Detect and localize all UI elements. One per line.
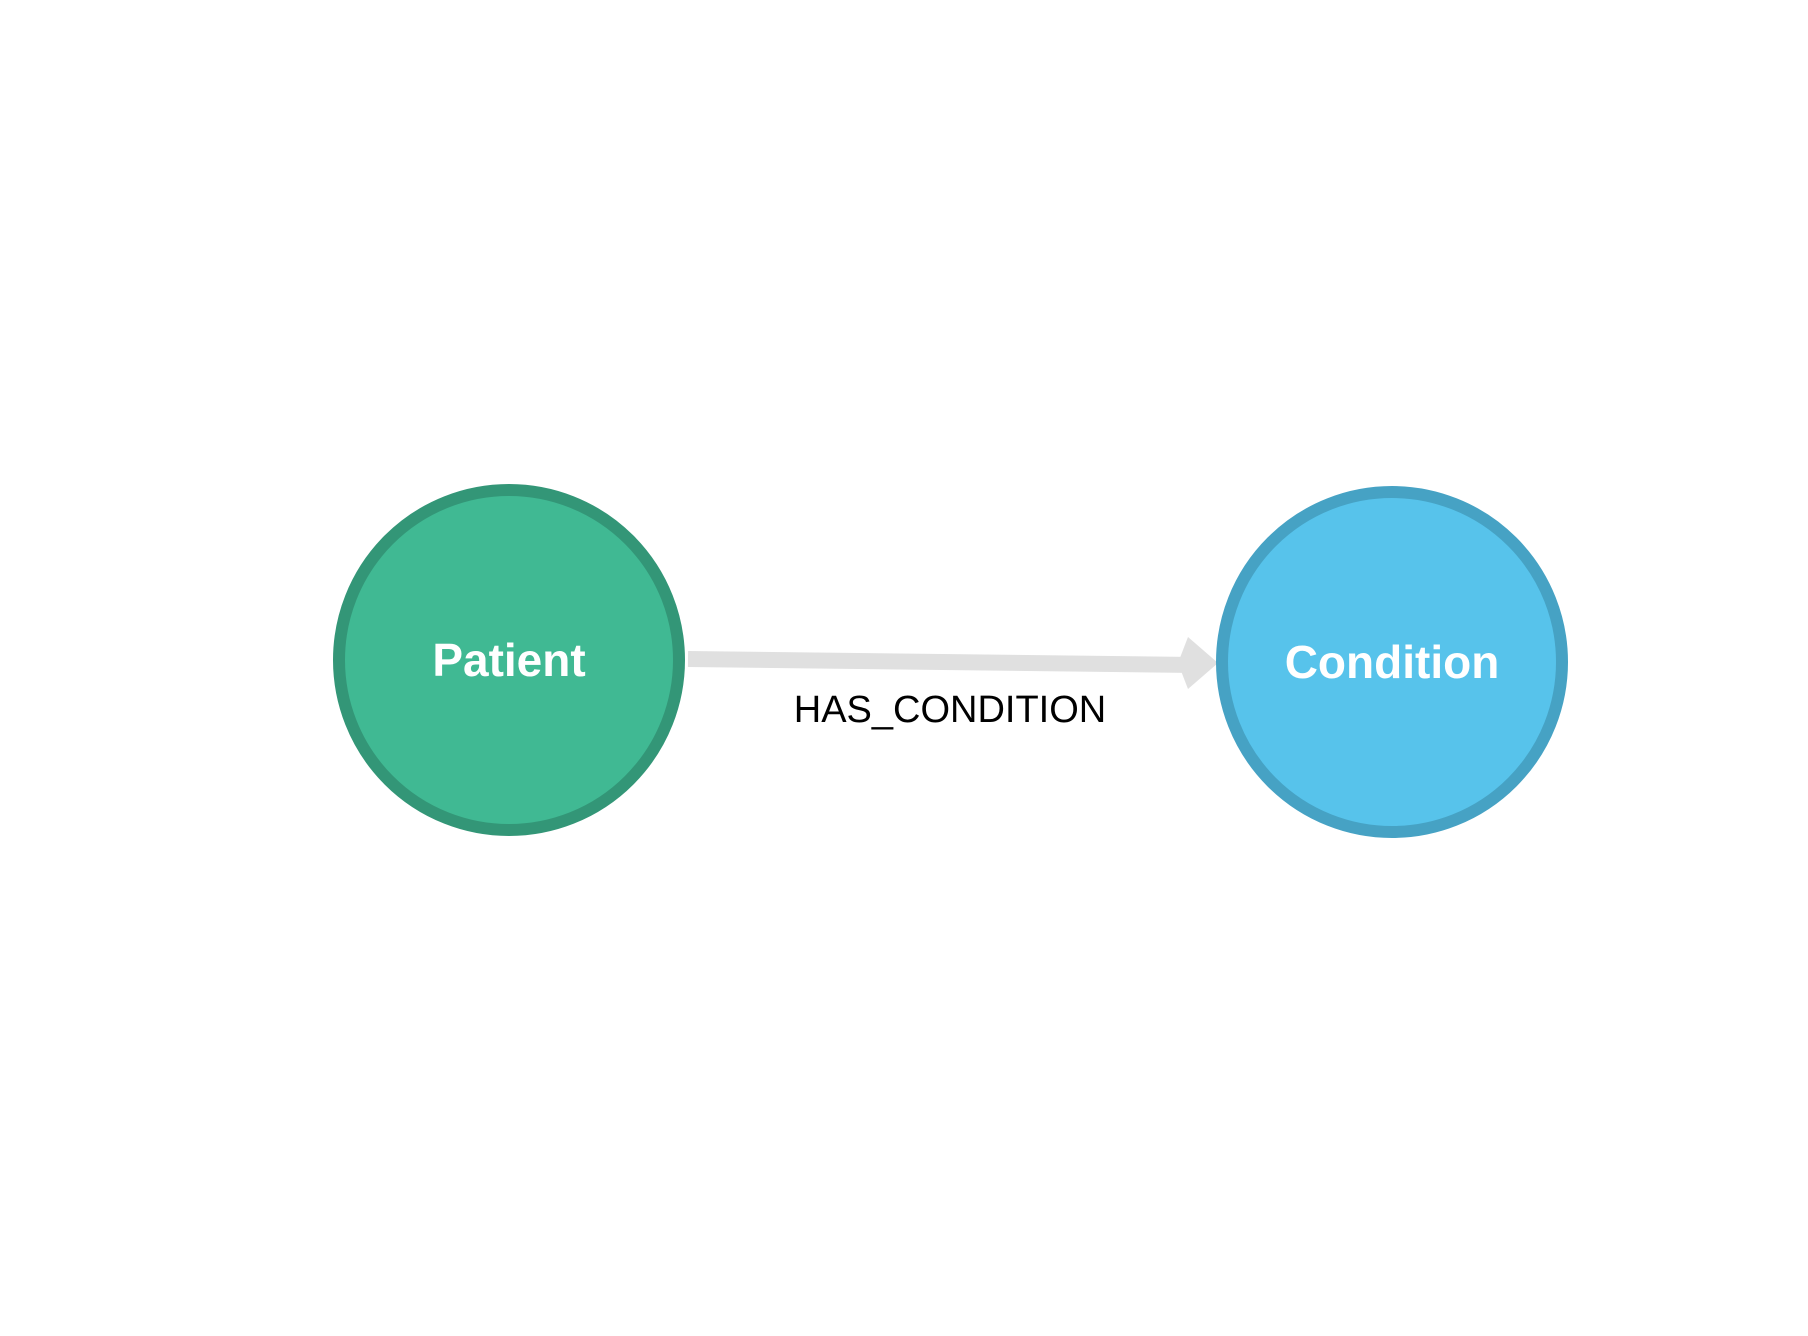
relationship-arrowhead-icon — [1178, 637, 1218, 689]
relationship-line[interactable] — [687, 651, 1196, 673]
node-condition-label: Condition — [1285, 636, 1500, 688]
node-patient-label: Patient — [432, 634, 585, 686]
relationship-has-condition[interactable]: HAS_CONDITION — [687, 637, 1218, 731]
node-patient-circle[interactable] — [333, 484, 685, 836]
relationship-label: HAS_CONDITION — [794, 689, 1106, 731]
node-condition-circle[interactable] — [1216, 486, 1568, 838]
node-condition[interactable]: Condition — [1216, 486, 1568, 838]
node-patient[interactable]: Patient — [333, 484, 685, 836]
